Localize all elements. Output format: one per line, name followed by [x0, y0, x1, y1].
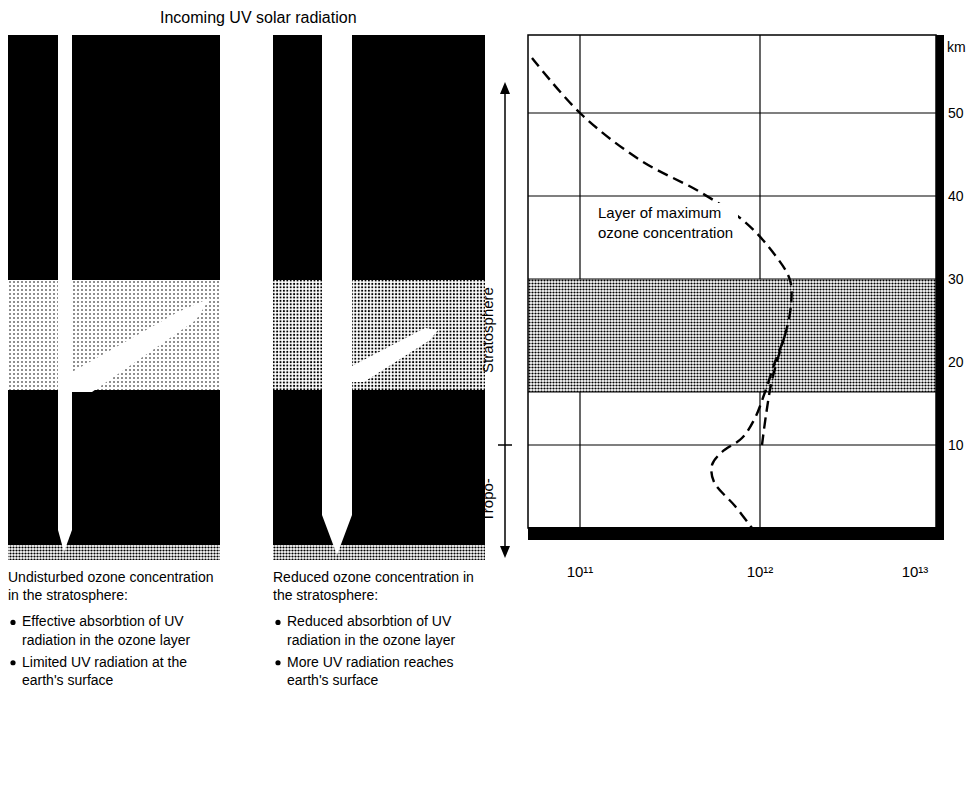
reduced-panel — [273, 35, 485, 560]
bullet-text: Limited UV radiation at the earth's surf… — [22, 653, 218, 689]
ozone-chart — [498, 35, 944, 558]
grid — [528, 35, 936, 528]
axis-bar — [936, 35, 944, 540]
tick-label: 10¹¹ — [567, 562, 594, 582]
bullet-text: Reduced absorbtion of UV radiation in th… — [287, 612, 483, 648]
ozone-profile — [532, 58, 792, 528]
tick-label: 40 — [948, 187, 964, 205]
panel-heading: Undisturbed ozone concentration in the s… — [8, 568, 218, 604]
uv-ray — [58, 35, 72, 552]
bullet-dot — [275, 660, 280, 665]
diagram-title: Incoming UV solar radiation — [160, 8, 357, 29]
bullet-dot — [10, 620, 15, 625]
bullet-text: Effective absorbtion of UV radiation in … — [22, 612, 218, 648]
ozone-curve — [532, 58, 792, 528]
uv-ray — [322, 35, 352, 555]
axis-label: Tropo- — [478, 478, 498, 522]
undisturbed-panel — [8, 35, 220, 560]
band-label: Layer of maximum ozone concentration — [598, 203, 738, 242]
bullet-dot — [10, 660, 15, 665]
tick-label: 10¹² — [747, 562, 774, 582]
layer-axis — [498, 82, 512, 558]
tick-label: 10¹³ — [902, 562, 929, 582]
tick-label: 20 — [948, 353, 964, 371]
ozone-profile — [762, 335, 785, 445]
bullet-dot — [275, 620, 280, 625]
tick-label: 10 — [948, 436, 964, 454]
tick-label: 50 — [948, 104, 964, 122]
bullet-text: More UV radiation reaches earth's surfac… — [287, 653, 483, 689]
absorbed-ray — [72, 298, 210, 392]
axis-label: Stratosphere — [478, 287, 498, 373]
ground-bar — [528, 527, 936, 540]
panel-heading: Reduced ozone concentration in the strat… — [273, 568, 478, 604]
tick-label: 30 — [948, 270, 964, 288]
ozone-band — [528, 279, 936, 392]
unit-label: km — [947, 38, 966, 56]
absorbed-ray — [352, 328, 438, 382]
chart-frame — [528, 35, 936, 528]
